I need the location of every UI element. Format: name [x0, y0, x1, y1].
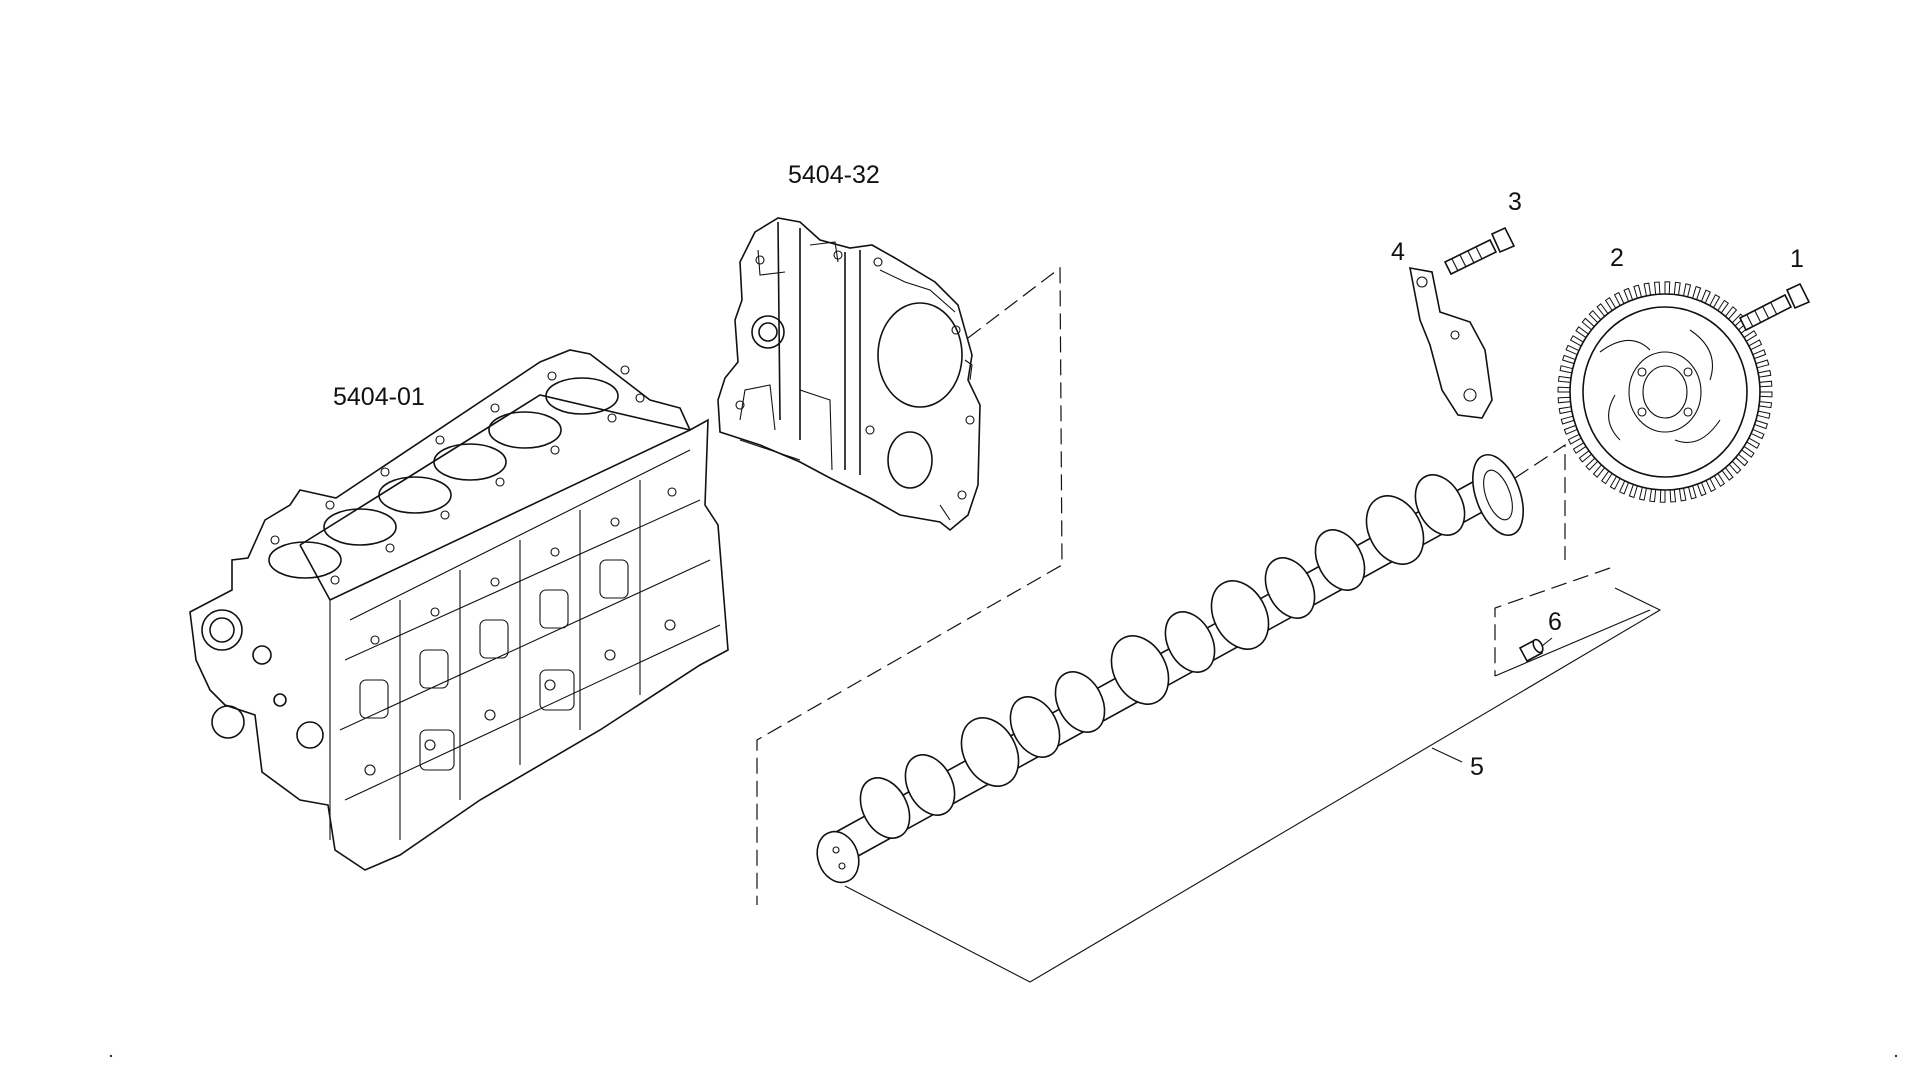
gear-tooth: [1557, 375, 1572, 383]
gear-tooth: [1558, 406, 1573, 415]
gear-tooth: [1673, 281, 1681, 296]
gear-tooth: [1678, 487, 1687, 502]
gear-tooth: [1757, 369, 1772, 378]
part-labels: 5404-01 5404-32 1 2 3 4 5 6: [333, 161, 1804, 781]
gear-tooth: [1649, 488, 1657, 503]
gear-tooth: [1559, 365, 1574, 374]
corner-mark-left: [109, 1054, 113, 1058]
gear-tooth: [1653, 281, 1661, 296]
gear-tooth: [1687, 484, 1697, 500]
gear-tooth: [1643, 282, 1652, 297]
camshaft-drawing: [816, 454, 1524, 884]
bolt-1-drawing: [1738, 282, 1811, 332]
gear-tooth: [1638, 486, 1648, 501]
gear-tooth: [1669, 488, 1677, 503]
dowel-pin-drawing: [1518, 638, 1544, 663]
gear-tooth: [1759, 391, 1773, 398]
gear-tooth: [1758, 380, 1773, 388]
gear-tooth: [1753, 419, 1769, 430]
gear-tooth: [1682, 283, 1692, 298]
label-part-6: 6: [1548, 608, 1562, 636]
label-timing-cover: 5404-32: [788, 161, 880, 189]
gear-tooth: [1752, 349, 1767, 360]
gear-tooth: [1563, 424, 1578, 435]
label-part-4: 4: [1391, 238, 1405, 266]
gear-tooth: [1758, 401, 1773, 409]
camshaft-gear-drawing: [1557, 281, 1773, 503]
label-part-3: 3: [1508, 188, 1522, 216]
timing-cover-drawing: [717, 217, 981, 532]
assembly-lines: [756, 266, 1662, 983]
bracket-drawing: [1408, 267, 1493, 419]
gear-tooth: [1557, 396, 1572, 404]
gear-tooth: [1560, 415, 1575, 425]
corner-mark-right: [1894, 1054, 1898, 1058]
gear-tooth: [1633, 284, 1643, 300]
gear-tooth: [1691, 285, 1702, 301]
label-part-5: 5: [1470, 753, 1484, 781]
label-engine-block: 5404-01: [333, 383, 425, 411]
engine-block-drawing: [189, 349, 729, 871]
gear-tooth: [1557, 386, 1571, 393]
gear-tooth: [1628, 483, 1639, 499]
bolt-3-drawing: [1443, 226, 1516, 276]
gear-tooth: [1755, 359, 1770, 369]
gear-tooth: [1561, 354, 1577, 365]
label-part-1: 1: [1790, 245, 1804, 273]
gear-tooth: [1664, 281, 1671, 295]
gear-tooth: [1659, 489, 1666, 503]
label-part-2: 2: [1610, 244, 1624, 272]
gear-tooth: [1756, 410, 1771, 419]
